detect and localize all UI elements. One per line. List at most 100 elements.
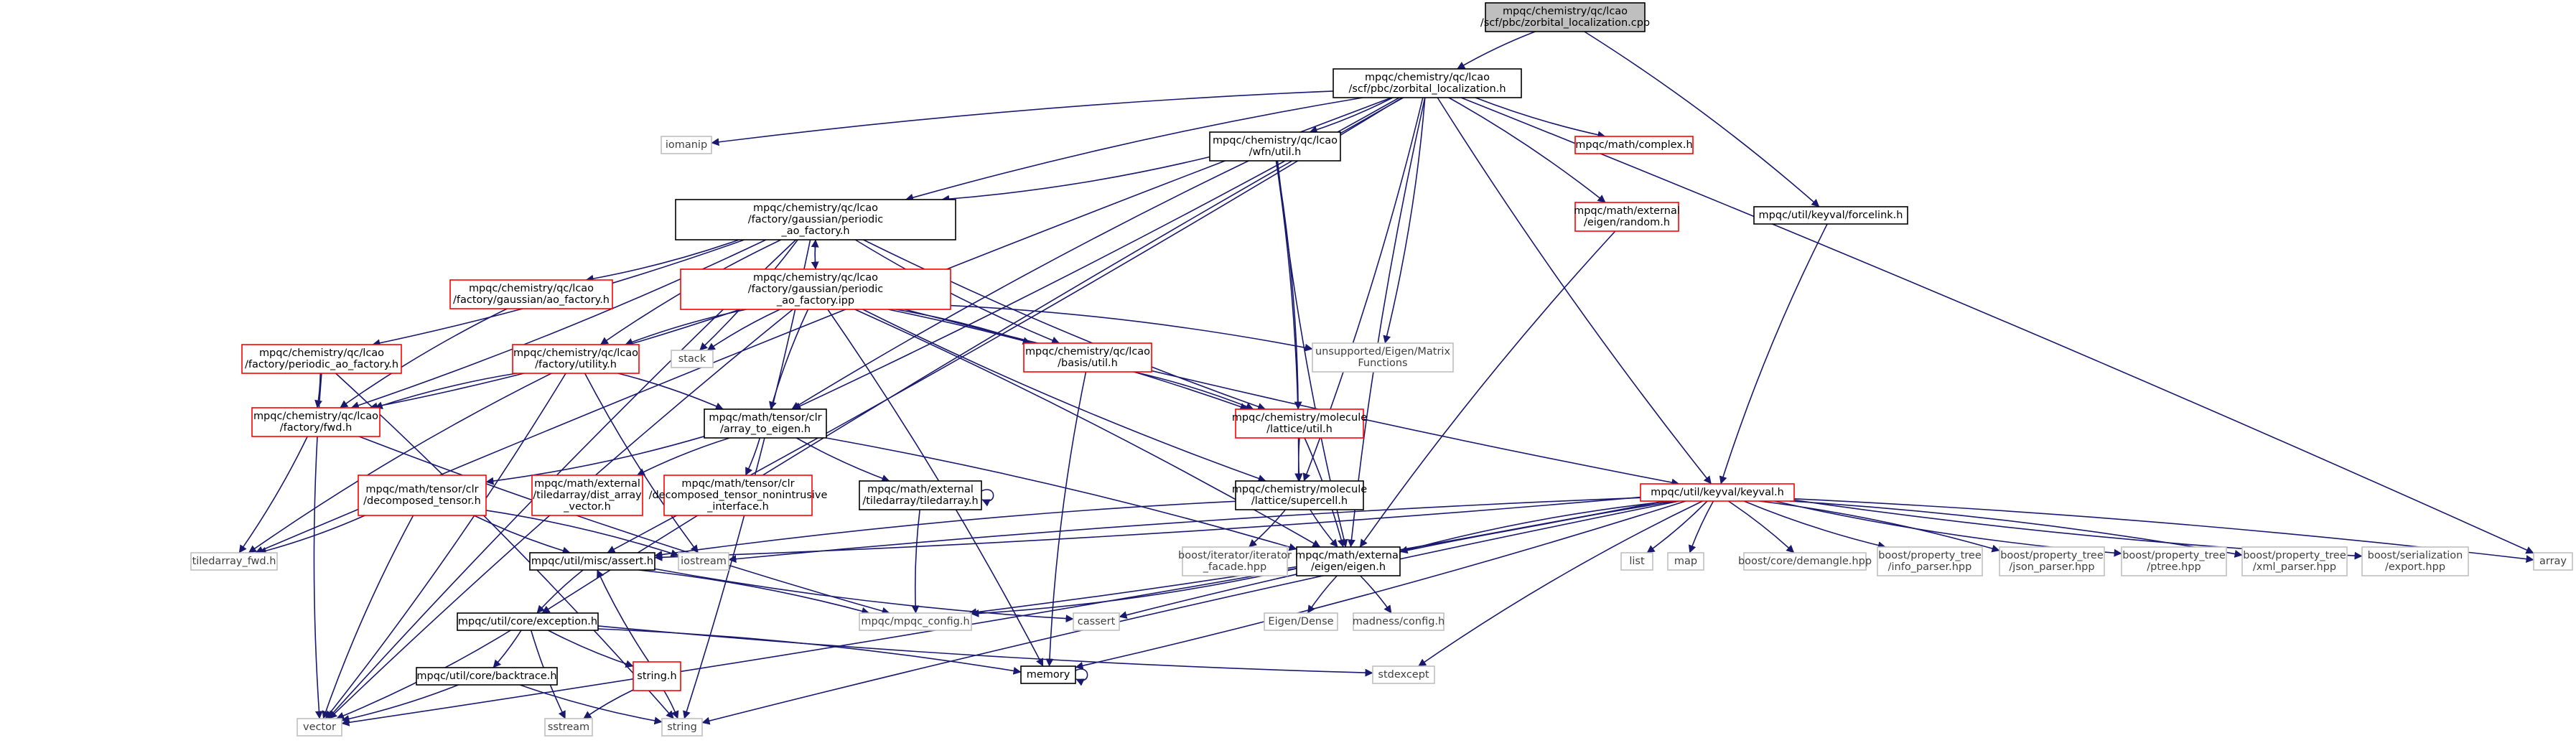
node-wfnutil[interactable]: mpqc/chemistry/qc/lcao/wfn/util.h — [1209, 131, 1341, 162]
node-label-basisutil-line-0: mpqc/chemistry/qc/lcao — [1025, 346, 1150, 358]
node-label-nonintr-line-2: _interface.h — [706, 501, 769, 513]
node-label-root-line-0: mpqc/chemistry/qc/lcao — [1503, 6, 1628, 17]
edge-eigen-to-mpqcconfig — [971, 568, 1297, 617]
node-futil[interactable]: mpqc/chemistry/qc/lcao/factory/utility.h — [512, 344, 640, 374]
node-label-distarray-line-0: mpqc/math/external — [534, 478, 640, 490]
node-label-random-line-1: /eigen/random.h — [1584, 217, 1670, 228]
node-label-xml-line-0: boost/property_tree — [2243, 550, 2346, 561]
node-exception[interactable]: mpqc/util/core/exception.h — [457, 612, 599, 631]
node-label-nonintr-line-1: /decomposed_tensor_nonintrusive — [649, 490, 828, 501]
node-nonintr[interactable]: mpqc/math/tensor/clr/decomposed_tensor_n… — [649, 475, 828, 516]
node-box-stdexcept — [1372, 665, 1435, 684]
node-forcelink[interactable]: mpqc/util/keyval/forcelink.h — [1753, 206, 1908, 225]
edge-dectensor-to-tafwd — [258, 515, 365, 555]
node-memory[interactable]: memory — [1020, 665, 1076, 684]
node-paofh[interactable]: mpqc/chemistry/qc/lcao/factory/gaussian/… — [675, 199, 956, 240]
node-iomanip: iomanip — [661, 136, 712, 154]
node-iostream: iostream — [678, 552, 729, 571]
node-label-latutil-line-1: /lattice/util.h — [1266, 424, 1333, 435]
node-label-distarray-line-1: /tiledarray/dist_array — [533, 490, 642, 501]
node-fwd[interactable]: mpqc/chemistry/qc/lcao/factory/fwd.h — [251, 407, 381, 437]
node-box-assert — [529, 552, 655, 571]
node-aofact[interactable]: mpqc/chemistry/qc/lcao/factory/gaussian/… — [449, 279, 613, 309]
node-dectensor[interactable]: mpqc/math/tensor/clr/decomposed_tensor.h — [358, 475, 487, 516]
edge-root-to-zloc — [1457, 31, 1536, 70]
nodes-layer: mpqc/chemistry/qc/lcao/scf/pbc/zorbital_… — [190, 2, 2573, 737]
node-label-supercell-line-0: mpqc/chemistry/molecule — [1232, 484, 1367, 495]
edge-keyval-to-map — [1688, 500, 1714, 553]
node-ta[interactable]: mpqc/math/external/tiledarray/tiledarray… — [859, 480, 982, 510]
node-label-a2e-line-1: /array_to_eigen.h — [720, 424, 811, 435]
node-label-string-line-0: string — [667, 721, 697, 733]
node-box-wfnutil — [1209, 131, 1341, 162]
edge-dectensor-to-iostream — [485, 510, 679, 557]
node-label-info-line-1: /info_parser.hpp — [1888, 561, 1972, 573]
node-zloc[interactable]: mpqc/chemistry/qc/lcao/scf/pbc/zorbital_… — [1333, 68, 1522, 98]
node-eigen[interactable]: mpqc/math/external/eigen/eigen.h — [1295, 546, 1401, 576]
edge-a2e-to-ta — [795, 437, 890, 482]
edge-stringh-to-assert — [597, 569, 650, 663]
node-label-root-line-1: /scf/pbc/zorbital_localization.cpp — [1480, 17, 1650, 29]
node-label-unsupported-line-1: Functions — [1358, 358, 1407, 369]
edge-stringh-to-string — [663, 690, 679, 719]
node-label-paofh-line-0: mpqc/chemistry/qc/lcao — [753, 202, 878, 214]
node-label-forcelink-line-0: mpqc/util/keyval/forcelink.h — [1759, 210, 1903, 221]
node-label-keyval-line-0: mpqc/util/keyval/keyval.h — [1651, 487, 1784, 498]
edge-keyval-to-stdexcept — [1418, 500, 1703, 667]
edge-forcelink-to-keyval — [1719, 223, 1828, 485]
node-label-complex-line-0: mpqc/math/complex.h — [1575, 139, 1692, 151]
edge-a2e-to-eigen — [826, 437, 1297, 551]
node-box-random — [1574, 202, 1679, 232]
edge-zloc-to-iomanip — [711, 90, 1334, 146]
node-box-json — [1999, 546, 2105, 576]
node-label-a2e-line-0: mpqc/math/tensor/clr — [709, 412, 821, 424]
node-backtrace[interactable]: mpqc/util/core/backtrace.h — [416, 667, 558, 686]
node-box-vector — [297, 718, 342, 737]
node-basisutil[interactable]: mpqc/chemistry/qc/lcao/basis/util.h — [1023, 342, 1152, 373]
node-label-paofh-line-1: /factory/gaussian/periodic — [748, 214, 883, 225]
node-label-ptree-line-0: boost/property_tree — [2122, 550, 2226, 561]
node-paofipp[interactable]: mpqc/chemistry/qc/lcao/factory/gaussian/… — [680, 268, 951, 310]
node-complex[interactable]: mpqc/math/complex.h — [1574, 136, 1694, 154]
node-supercell[interactable]: mpqc/chemistry/molecule/lattice/supercel… — [1232, 480, 1367, 510]
node-keyval[interactable]: mpqc/util/keyval/keyval.h — [1640, 483, 1795, 502]
node-box-info — [1877, 546, 1983, 576]
node-label-paofh-line-2: _ao_factory.h — [780, 225, 849, 237]
edge-keyval-to-memory — [1075, 500, 1686, 670]
edge-futil-to-vector — [325, 373, 566, 719]
node-box-paofipp — [680, 268, 951, 310]
edge-paofh-to-latutil — [863, 239, 1266, 411]
node-label-supercell-line-1: /lattice/supercell.h — [1251, 495, 1348, 507]
edge-futil-to-a2e — [617, 373, 724, 410]
node-label-distarray-line-2: _vector.h — [563, 501, 611, 513]
node-root: mpqc/chemistry/qc/lcao/scf/pbc/zorbital_… — [1480, 2, 1650, 32]
node-box-latutil — [1235, 408, 1364, 439]
node-label-fwd-line-1: /factory/fwd.h — [280, 422, 353, 434]
edge-random-to-eigen — [1359, 230, 1616, 548]
node-box-ta — [859, 480, 982, 510]
node-label-xml-line-1: /xml_parser.hpp — [2253, 561, 2336, 573]
node-box-ptree — [2121, 546, 2227, 576]
node-label-cassert-line-0: cassert — [1078, 616, 1116, 627]
edge-zloc-to-keyval — [1437, 97, 1712, 485]
edge-basisutil-to-memory — [1045, 371, 1087, 667]
node-distarray[interactable]: mpqc/math/external/tiledarray/dist_array… — [531, 475, 643, 516]
node-assert[interactable]: mpqc/util/misc/assert.h — [529, 552, 655, 571]
edge-a2e-to-nonintr — [745, 437, 761, 476]
edge-backtrace-to-string — [519, 684, 663, 725]
node-latutil[interactable]: mpqc/chemistry/molecule/lattice/util.h — [1232, 408, 1367, 439]
node-random[interactable]: mpqc/math/external/eigen/random.h — [1574, 202, 1680, 232]
node-iterfac: boost/iterator/iterator_facade.hpp — [1178, 546, 1292, 576]
node-box-sstream — [544, 718, 593, 737]
node-box-map — [1667, 552, 1704, 571]
node-stringh[interactable]: string.h — [633, 661, 681, 691]
node-box-cassert — [1073, 612, 1120, 631]
node-box-root — [1485, 2, 1646, 32]
node-label-madness-line-0: madness/config.h — [1353, 616, 1445, 627]
node-box-paofh — [675, 199, 956, 240]
node-box-forcelink — [1753, 206, 1908, 225]
node-pfact[interactable]: mpqc/chemistry/qc/lcao/factory/periodic_… — [241, 344, 402, 374]
node-a2e[interactable]: mpqc/math/tensor/clr/array_to_eigen.h — [704, 408, 827, 439]
edge-paofipp-to-paofh — [811, 239, 819, 270]
